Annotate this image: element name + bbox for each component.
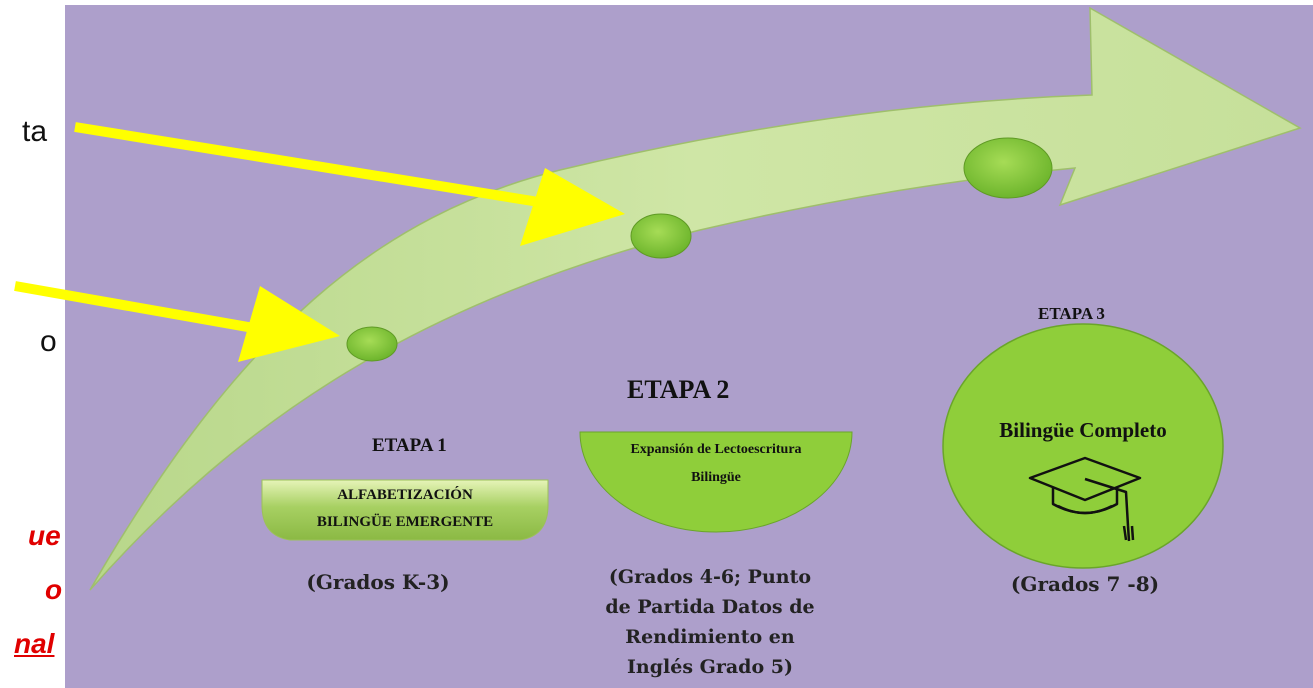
yellow-arrow-upper [74, 122, 625, 246]
stage-3-circle [942, 323, 1224, 569]
stage-1-box-line-2: BILINGÜE EMERGENTE [316, 514, 494, 530]
left-red-fragment-1: ue [28, 520, 61, 551]
stage-2-box-line-2: Bilingüe [691, 470, 741, 485]
stage-3-dot [963, 137, 1053, 199]
stage-2-title: ETAPA 2 [627, 375, 730, 404]
stage-1-dot [346, 326, 398, 362]
stage-2-grades-line-4: Inglés Grado 5) [627, 656, 793, 678]
stage-2-grades-line-3: Rendimiento en [625, 626, 795, 648]
left-text-fragment-2: o [40, 325, 57, 358]
stage-3-title: ETAPA 3 [1038, 304, 1105, 323]
stage-2-grades-line-1: (Grados 4-6; Punto [608, 566, 812, 588]
stage-1-title: ETAPA 1 [372, 435, 447, 456]
stage-2-grades-line-2: de Partida Datos de [605, 596, 815, 618]
stage-1-box-line-1: ALFABETIZACIÓN [337, 487, 473, 503]
stage-2-dot [630, 213, 692, 259]
stage-2-bowl [579, 431, 853, 533]
stage-1-box [261, 479, 549, 541]
left-text-fragment-1: ta [22, 115, 48, 148]
graduation-cap-icon [1028, 456, 1142, 542]
stage-3-box-line-1: Bilingüe Completo [999, 418, 1167, 442]
stage-2-box-line-1: Expansión de Lectoescritura [630, 442, 802, 457]
yellow-arrow-lower [14, 281, 340, 362]
left-red-fragment-3: nal [14, 628, 55, 659]
stage-1-grades: (Grados K-3) [306, 570, 450, 594]
stage-3-grades: (Grados 7 -8) [1010, 572, 1160, 596]
left-red-fragment-2: o [45, 574, 63, 605]
